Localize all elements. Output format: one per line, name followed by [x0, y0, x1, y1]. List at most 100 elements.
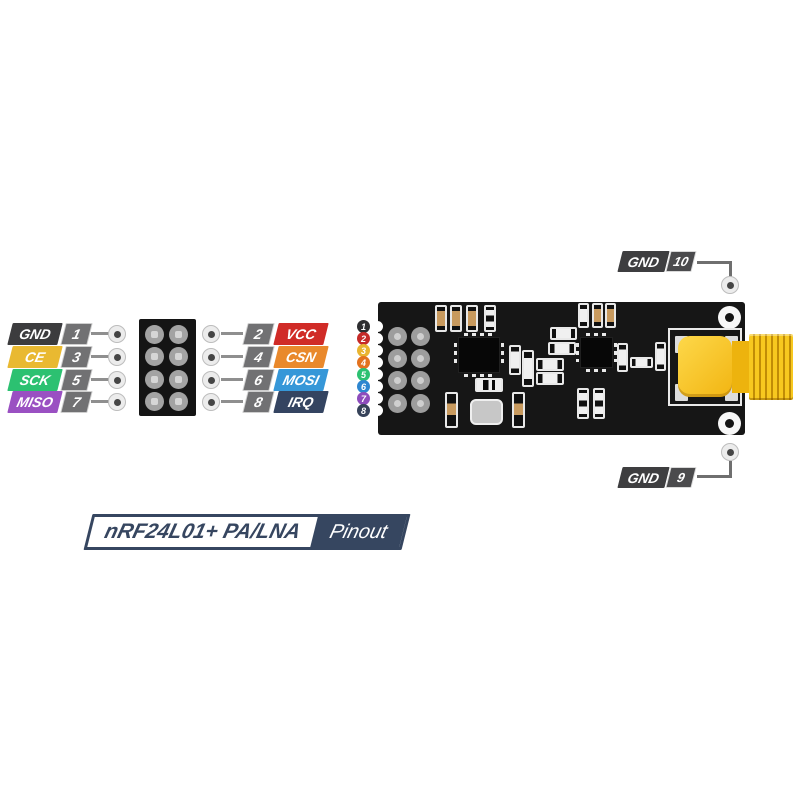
castellation-notch: [372, 333, 383, 344]
resistor: [548, 342, 576, 355]
pin-hole-marker: [721, 443, 739, 461]
pin-number-4: 4: [242, 346, 275, 368]
pin-number-2: 2: [242, 323, 275, 345]
through-hole: [388, 394, 407, 413]
resistor: [522, 350, 534, 387]
ic-pins: [614, 343, 617, 362]
castellation-notch: [372, 321, 383, 332]
edge-pin-dot-2: 2: [357, 332, 370, 345]
wire: [221, 332, 243, 335]
capacitor: [655, 342, 666, 371]
signal-label-ce: CE: [7, 346, 63, 368]
resistor: [536, 372, 564, 385]
pin-number-7: 7: [60, 391, 93, 413]
castellation-notch: [372, 345, 383, 356]
wire: [221, 400, 243, 403]
edge-pin-dot-4: 4: [357, 356, 370, 369]
sma-threaded-barrel: [749, 334, 793, 400]
capacitor: [578, 303, 589, 328]
ic-pins: [586, 333, 607, 336]
capacitor: [484, 305, 496, 332]
ic-pins: [464, 374, 494, 377]
gnd-bottom-label: GND: [617, 467, 670, 488]
edge-pin-dot-3: 3: [357, 344, 370, 357]
through-hole: [411, 371, 430, 390]
mounting-hole-bottom: [718, 412, 741, 435]
pinout-badge: Pinout: [310, 517, 407, 547]
socket-hole: [145, 392, 164, 411]
signal-label-gnd: GND: [7, 323, 63, 345]
pin-hole-marker: [202, 371, 220, 389]
pin-hole-marker: [721, 276, 739, 294]
capacitor: [605, 303, 616, 328]
resistor: [536, 358, 564, 371]
capacitor: [592, 303, 603, 328]
pin-hole-marker: [202, 348, 220, 366]
socket-hole: [145, 370, 164, 389]
signal-label-sck: SCK: [7, 369, 63, 391]
sma-antenna-connector: [678, 336, 732, 397]
ic-pins: [454, 343, 457, 367]
socket-hole: [145, 325, 164, 344]
castellation-notch: [372, 369, 383, 380]
pin-number-8: 8: [242, 391, 275, 413]
sma-connector-neck: [732, 341, 749, 393]
socket-hole: [169, 392, 188, 411]
capacitor: [593, 388, 605, 419]
mounting-hole-top: [718, 306, 741, 329]
wire: [221, 378, 243, 381]
edge-pin-dot-1: 1: [357, 320, 370, 333]
pin-number-3: 3: [60, 346, 93, 368]
pin-hole-marker: [202, 393, 220, 411]
capacitor: [445, 392, 458, 428]
castellation-notch: [372, 393, 383, 404]
ic-chip-pa-lna: [576, 333, 617, 372]
edge-pin-dot-8: 8: [357, 404, 370, 417]
ic-pins: [501, 343, 504, 367]
pin-number-1: 1: [60, 323, 93, 345]
edge-pin-dot-7: 7: [357, 392, 370, 405]
module-name: nRF24L01+ PA/LNA: [102, 520, 304, 543]
socket-hole: [145, 347, 164, 366]
through-hole: [411, 349, 430, 368]
wire: [91, 332, 109, 335]
through-hole: [388, 349, 407, 368]
callout-wire: [697, 461, 732, 478]
capacitor: [450, 305, 462, 332]
pin-number-5: 5: [60, 369, 93, 391]
callout-wire: [697, 261, 732, 277]
signal-label-miso: MISO: [7, 391, 63, 413]
wire: [221, 355, 243, 358]
through-hole: [411, 327, 430, 346]
capacitor: [577, 388, 589, 419]
pin-hole-marker: [108, 393, 126, 411]
capacitor: [617, 343, 628, 372]
through-hole: [388, 371, 407, 390]
through-hole: [388, 327, 407, 346]
header-socket-block: [139, 319, 196, 416]
edge-pin-dot-5: 5: [357, 368, 370, 381]
pin-hole-marker: [108, 325, 126, 343]
ic-pins: [576, 343, 579, 362]
gnd-top-number: 10: [665, 251, 697, 272]
resistor: [550, 327, 577, 340]
resistor: [509, 345, 521, 375]
socket-hole: [169, 347, 188, 366]
wire: [91, 378, 109, 381]
gnd-top-label: GND: [617, 251, 670, 272]
resistor: [630, 357, 653, 368]
castellation-notch: [372, 405, 383, 416]
signal-label-irq: IRQ: [273, 391, 329, 413]
edge-pin-dot-6: 6: [357, 380, 370, 393]
wire: [91, 355, 109, 358]
pin-hole-marker: [108, 371, 126, 389]
ic-pins: [586, 369, 607, 372]
through-hole: [411, 394, 430, 413]
castellation-notch: [372, 357, 383, 368]
capacitor: [435, 305, 447, 332]
signal-label-mosi: MOSI: [273, 369, 329, 391]
pin-hole-marker: [202, 325, 220, 343]
pin-number-6: 6: [242, 369, 275, 391]
capacitor: [475, 378, 503, 392]
